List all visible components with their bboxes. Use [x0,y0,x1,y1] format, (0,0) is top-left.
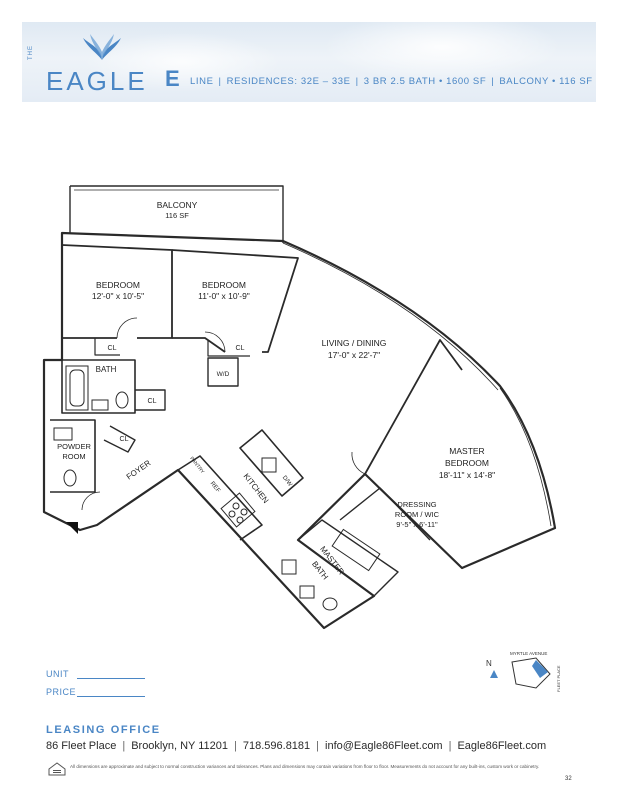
keyplan-street-myrtle: MYRTLE AVENUE [510,651,547,656]
phone: 718.596.8181 [242,740,311,752]
floor-plan: BALCONY 116 SF BEDROOM 12'-0" x 10'-5" B… [42,185,557,630]
closet-label-hall: CL [148,398,157,405]
foyer-label: FOYER [125,458,153,481]
spec-line: LINE [190,76,214,87]
unit-label: UNIT [46,669,69,679]
dw-label: D/W [281,475,293,488]
ref-label: REF [209,481,221,494]
header-banner [22,22,596,102]
living-label: LIVING / DINING [322,338,387,348]
key-plan: MYRTLE AVENUE N FLEET PLACE [486,651,561,692]
master-label-1: MASTER [449,446,484,456]
bath-label: BATH [96,365,117,374]
keyplan-street-fleet: FLEET PLACE [556,665,561,692]
line-letter: E [165,66,180,91]
website-link[interactable]: Eagle86Fleet.com [457,740,547,752]
north-label: N [486,659,492,668]
email-link[interactable]: info@Eagle86Fleet.com [325,740,443,752]
master-bath-label-2: BATH [310,560,330,582]
powder-label-1: POWDER [57,442,91,451]
unit-field[interactable] [77,678,145,679]
closet-label-bed1: CL [108,345,117,352]
master-size: 18'-11" x 14'-8" [439,470,495,480]
price-label: PRICE [46,687,77,697]
spec-layout: 3 BR 2.5 BATH • 1600 SF [363,76,487,87]
closet-label-bed2: CL [236,345,245,352]
equal-housing-icon [48,762,66,776]
bedroom2-label: BEDROOM [202,280,246,290]
address-city: Brooklyn, NY 11201 [131,740,229,752]
balcony-label: BALCONY [157,200,198,210]
north-arrow-icon [490,670,498,678]
dressing-label-1: DRESSING [397,500,436,509]
disclaimer: All dimensions are approximate and subje… [70,764,540,769]
bedroom2-size: 11'-0" x 10'-9" [198,291,250,301]
contact-line: 86 Fleet Place|Brooklyn, NY 11201|718.59… [46,740,547,752]
powder-label-2: ROOM [62,452,85,461]
bedroom1-label: BEDROOM [96,280,140,290]
unit-highlight [532,660,548,678]
eagle-wings-logo [83,34,121,60]
bedroom1-size: 12'-0" x 10'-5" [92,291,144,301]
spec-balcony: BALCONY • 116 SF [499,76,593,87]
wd-label: W/D [217,371,230,378]
logo-wordmark: EAGLE [46,66,148,96]
dressing-label-2: ROOM / WIC [395,510,440,519]
spec-residences: RESIDENCES: 32E – 33E [226,76,351,87]
dressing-size: 9'-5" x 6'-11" [396,520,438,529]
page-number: 32 [565,776,572,782]
leasing-office-heading: LEASING OFFICE [46,724,161,736]
closet-label-foyer: CL [120,436,129,443]
address-street: 86 Fleet Place [46,740,117,752]
master-label-2: BEDROOM [445,458,489,468]
residence-specs: LINE|RESIDENCES: 32E – 33E|3 BR 2.5 BATH… [190,76,593,87]
balcony-size: 116 SF [165,211,189,220]
price-field[interactable] [77,696,145,697]
living-size: 17'-0" x 22'-7" [328,350,380,360]
